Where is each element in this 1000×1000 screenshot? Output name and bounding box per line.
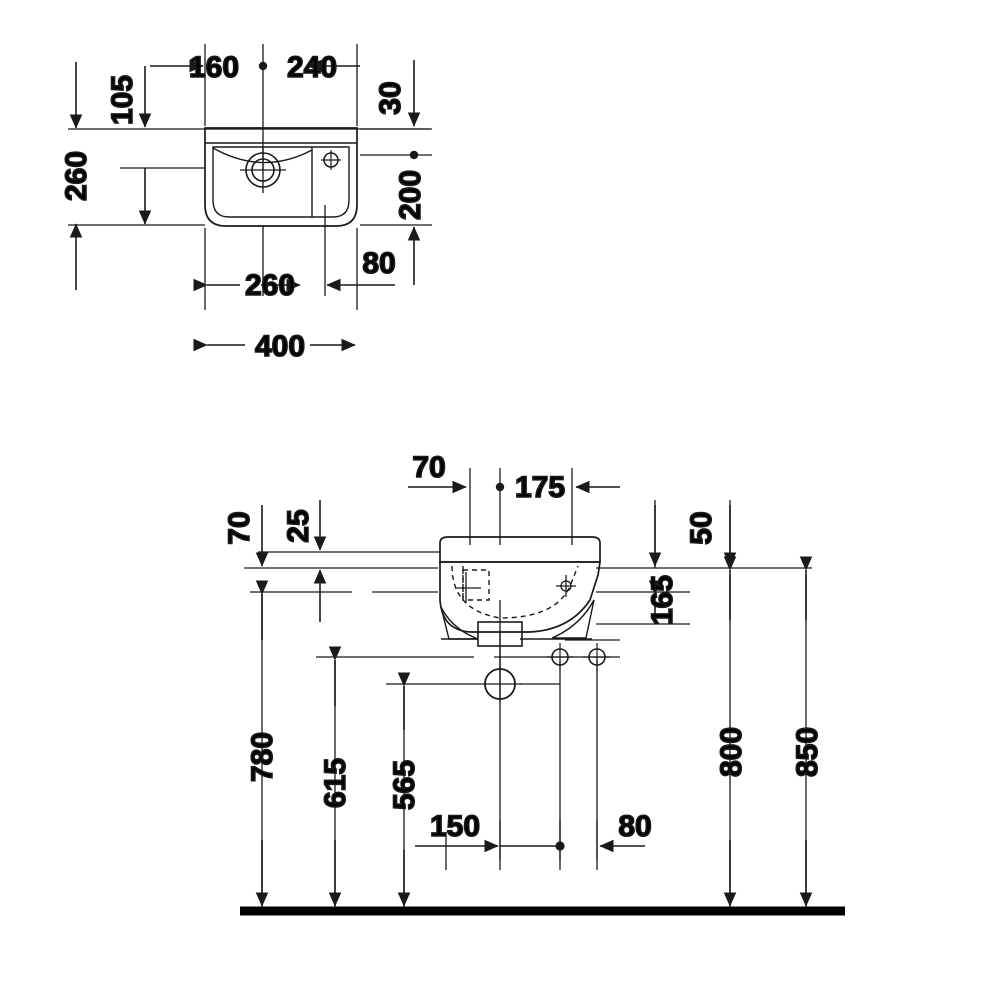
dim-label-50: 50	[685, 511, 718, 544]
top-view-extension-lines	[68, 128, 432, 226]
dimension-70-175	[408, 480, 620, 494]
dim-label-780: 780	[246, 732, 279, 782]
bowl-bottom-left-flare	[440, 606, 479, 640]
dim-label-70-vertical: 70	[223, 511, 256, 544]
top-view-vertical-extension-lines	[204, 44, 358, 310]
dim-label-260-bottom: 260	[245, 269, 295, 302]
dim-label-400: 400	[255, 330, 305, 363]
dim-label-150: 150	[430, 810, 480, 843]
dim-label-175: 175	[515, 471, 565, 504]
dim-label-70-horizontal: 70	[412, 451, 445, 484]
bowl-outline	[212, 146, 350, 218]
basin-outline	[204, 127, 358, 227]
dim-label-25: 25	[282, 509, 315, 542]
dim-label-160: 160	[189, 51, 239, 84]
basin-rim-front	[439, 536, 601, 563]
dimension-260-left	[69, 62, 152, 290]
drain-hole-icon	[240, 147, 286, 193]
front-view-vertical-extension-lines	[261, 468, 807, 908]
dim-label-30: 30	[374, 81, 407, 114]
dimension-50	[648, 505, 737, 567]
top-view-group: 160 240 105 260 30 200 260	[59, 44, 432, 364]
dim-label-105: 105	[106, 75, 139, 125]
drain-connection-icon	[478, 666, 522, 702]
bowl-hidden-edges	[451, 565, 579, 619]
dim-label-200: 200	[394, 170, 427, 220]
front-view-group: 70 175 70 25 780 615 565	[222, 450, 845, 916]
dim-label-80-top-view: 80	[362, 247, 395, 280]
dim-label-800: 800	[715, 727, 748, 777]
dimension-80-front-view	[500, 839, 645, 853]
tap-hole-icon	[321, 150, 341, 170]
dimension-160-240	[150, 59, 360, 73]
overflow-marker-icon	[455, 572, 481, 603]
water-supply-left-icon	[546, 643, 574, 671]
dim-label-260-left: 260	[60, 151, 93, 201]
dim-label-240: 240	[287, 51, 337, 84]
water-supply-right-icon	[583, 643, 611, 671]
dimension-30	[407, 60, 421, 160]
front-view-extension-lines	[244, 551, 812, 685]
dim-label-850: 850	[791, 727, 824, 777]
tap-hole-front-icon	[556, 575, 576, 597]
bowl-bottom-right-flare	[551, 599, 595, 639]
dim-label-80-front-view: 80	[618, 810, 651, 843]
dim-label-615: 615	[319, 758, 352, 808]
dim-label-565: 565	[388, 760, 421, 810]
dim-label-165: 165	[646, 575, 679, 625]
